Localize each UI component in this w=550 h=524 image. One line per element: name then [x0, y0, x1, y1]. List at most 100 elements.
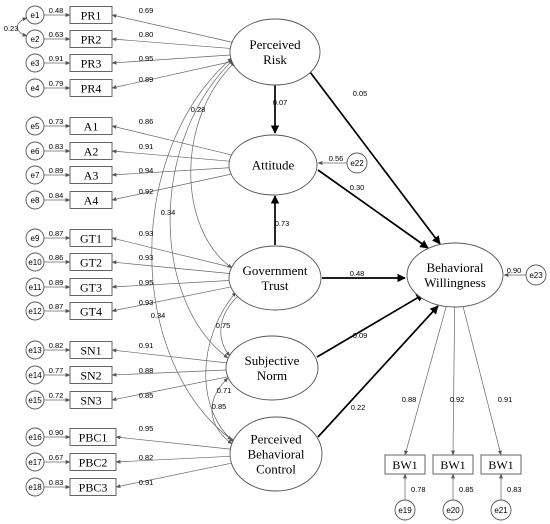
latent-risk — [229, 18, 321, 86]
loading-value: 0.94 — [139, 166, 154, 175]
residual-label: e23 — [529, 271, 543, 280]
covariance-value: 0.71 — [217, 386, 232, 395]
latent-label-risk: Risk — [263, 52, 287, 67]
indicator-box — [69, 366, 113, 384]
error-label: e5 — [31, 122, 40, 131]
loading-value: 0.85 — [139, 391, 154, 400]
outcome-error-circle — [442, 499, 464, 521]
error-circle — [25, 340, 45, 360]
error-loading-value: 0.83 — [49, 478, 64, 487]
indicator-box — [69, 278, 113, 296]
structural-path — [317, 169, 429, 249]
error-label: e6 — [31, 147, 40, 156]
loading-path — [115, 462, 232, 489]
error-loading-value: 0.90 — [49, 428, 64, 437]
loading-path — [111, 237, 232, 268]
outcome-box — [432, 454, 474, 475]
outcome-error-value: 0.85 — [459, 485, 474, 494]
covariance-value: 0.85 — [212, 402, 227, 411]
loading-path — [111, 167, 230, 177]
residual-value: 0.90 — [507, 266, 522, 275]
path-coefficient: 0.22 — [351, 403, 366, 412]
outcome-label: BW1 — [392, 458, 417, 472]
error-label: e14 — [28, 371, 42, 380]
latent-label-pbc: Control — [256, 462, 296, 477]
error-label: e8 — [31, 196, 40, 205]
loading-path — [111, 260, 230, 274]
indicator-box — [69, 453, 117, 471]
loading-path — [111, 125, 232, 156]
loading-value: 0.69 — [139, 6, 154, 15]
indicator-label: GT4 — [80, 305, 102, 319]
indicator-label: PR3 — [81, 57, 102, 71]
error-label: e16 — [28, 433, 42, 442]
error-circle — [25, 190, 45, 210]
indicator-box — [69, 478, 117, 496]
indicator-label: A3 — [84, 169, 99, 183]
latent-covariance-arc — [190, 61, 236, 269]
error-loading-value: 0.84 — [49, 191, 64, 200]
indicator-box — [69, 6, 113, 24]
outcome-box — [384, 454, 426, 475]
indicator-box — [69, 428, 117, 446]
error-loading-value: 0.87 — [49, 229, 64, 238]
outcome-loading-value: 0.92 — [450, 395, 465, 404]
loading-value: 0.93 — [139, 253, 154, 262]
error-loading-value: 0.72 — [49, 391, 64, 400]
error-loading-value: 0.63 — [49, 30, 64, 39]
error-covariance-value: 0.23 — [4, 24, 19, 33]
error-circle — [25, 29, 45, 49]
error-circle — [25, 78, 45, 98]
error-loading-value: 0.89 — [49, 166, 64, 175]
latent-covariance-arc — [205, 291, 237, 443]
error-label: e1 — [31, 11, 40, 20]
residual-circle — [525, 264, 547, 286]
loading-path — [111, 149, 230, 162]
loading-path — [111, 348, 227, 364]
structural-path — [309, 71, 441, 245]
indicator-box — [69, 391, 113, 409]
error-circle — [25, 53, 45, 73]
indicator-label: GT1 — [80, 232, 102, 246]
error-label: e3 — [31, 59, 40, 68]
latent-label-pbc: Behavioral — [247, 447, 304, 462]
loading-value: 0.88 — [139, 366, 154, 375]
outcome-error-value: 0.83 — [507, 485, 522, 494]
outcome-error-label: e20 — [446, 506, 460, 515]
indicator-box — [69, 253, 113, 271]
structural-path — [317, 305, 439, 438]
latent-attitude — [228, 134, 318, 196]
residual-value: 0.56 — [329, 154, 344, 163]
latent-willingness — [406, 242, 504, 308]
indicator-label: GT3 — [80, 281, 102, 295]
indicator-label: PBC2 — [79, 456, 108, 470]
loading-value: 0.92 — [139, 187, 154, 196]
error-loading-value: 0.79 — [49, 79, 64, 88]
latent-label-norm: Norm — [257, 368, 287, 383]
path-coefficient: 0.75 — [216, 321, 231, 330]
error-circle — [25, 116, 45, 136]
loading-path — [115, 455, 231, 464]
error-label: e7 — [31, 171, 40, 180]
indicator-label: PBC3 — [79, 481, 108, 495]
loading-value: 0.80 — [139, 30, 154, 39]
indicator-box — [69, 191, 113, 209]
error-circle — [25, 427, 45, 447]
error-loading-value: 0.87 — [49, 302, 64, 311]
residual-label: e22 — [350, 159, 364, 168]
loading-path — [111, 173, 232, 201]
latent-covariance-arc — [151, 57, 233, 441]
error-loading-value: 0.91 — [49, 54, 64, 63]
loading-path — [111, 37, 231, 49]
error-label: e15 — [28, 396, 42, 405]
structural-path — [316, 293, 425, 358]
outcome-error-label: e21 — [494, 506, 508, 515]
latent-covariance-arc — [211, 377, 233, 445]
error-loading-value: 0.48 — [49, 6, 64, 15]
error-circle — [25, 277, 45, 297]
loading-value: 0.86 — [139, 117, 154, 126]
outcome-box — [480, 454, 522, 475]
error-circle — [25, 301, 45, 321]
path-coefficient: 0.48 — [350, 269, 365, 278]
